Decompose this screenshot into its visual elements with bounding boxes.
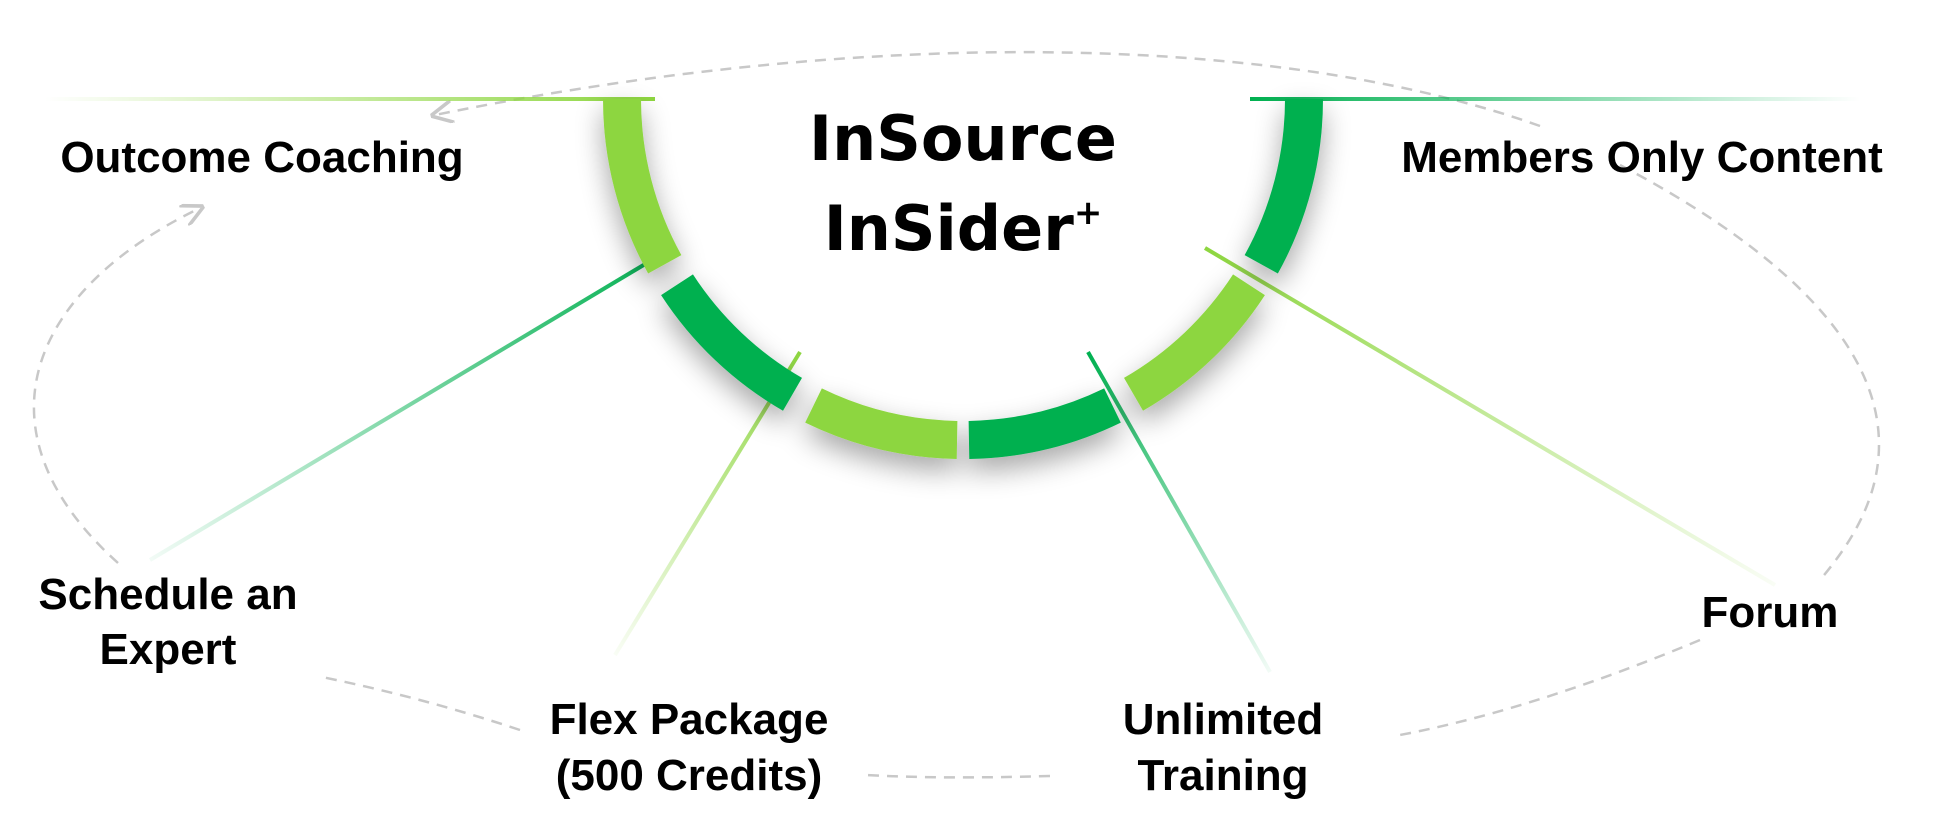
feature-unlimited-training-line2: Training	[1137, 751, 1308, 800]
cycle-arc-right	[1619, 163, 1881, 581]
feature-outcome-coaching: Outcome Coaching	[60, 133, 463, 182]
arc-segment-3	[805, 388, 958, 459]
feature-schedule-expert-line2: Expert	[100, 625, 237, 674]
cycle-arc-bottom-right	[1399, 638, 1701, 737]
arc-segment-2	[661, 274, 802, 411]
feature-schedule-expert-line1: Schedule an	[38, 570, 297, 619]
feature-labels: Outcome Coaching Members Only Content Sc…	[38, 133, 1883, 800]
dashed-cycle	[32, 50, 1881, 779]
title-line2: InSider+	[824, 192, 1103, 265]
connector-forum	[1203, 246, 1777, 587]
connector-schedule	[148, 246, 674, 562]
center-title: InSource InSider+	[809, 102, 1117, 265]
arc-segment-1	[603, 99, 682, 274]
title-superscript: +	[1074, 193, 1103, 233]
top-right-rule	[1250, 97, 1860, 101]
arc-segment-4	[968, 388, 1121, 459]
feature-members-only-content: Members Only Content	[1401, 133, 1883, 182]
title-line2-text: InSider	[824, 192, 1075, 265]
feature-forum: Forum	[1702, 588, 1839, 637]
cycle-arc-bottom-left	[321, 675, 521, 732]
cycle-arrow-top	[435, 50, 1541, 128]
segmented-arc	[603, 99, 1323, 459]
feature-flex-package-line2: (500 Credits)	[556, 751, 823, 800]
connector-training	[1086, 351, 1272, 673]
feature-flex-package-line1: Flex Package	[550, 695, 829, 744]
top-left-rule	[45, 97, 655, 101]
feature-unlimited-training-line1: Unlimited	[1123, 695, 1323, 744]
connectors	[148, 246, 1777, 673]
connector-flex	[613, 350, 802, 657]
cycle-arrow-left	[32, 208, 200, 564]
title-line1: InSource	[809, 102, 1117, 175]
cycle-arc-bottom	[865, 773, 1051, 779]
arc-segment-5	[1124, 274, 1265, 411]
arc-segment-6	[1244, 99, 1323, 274]
